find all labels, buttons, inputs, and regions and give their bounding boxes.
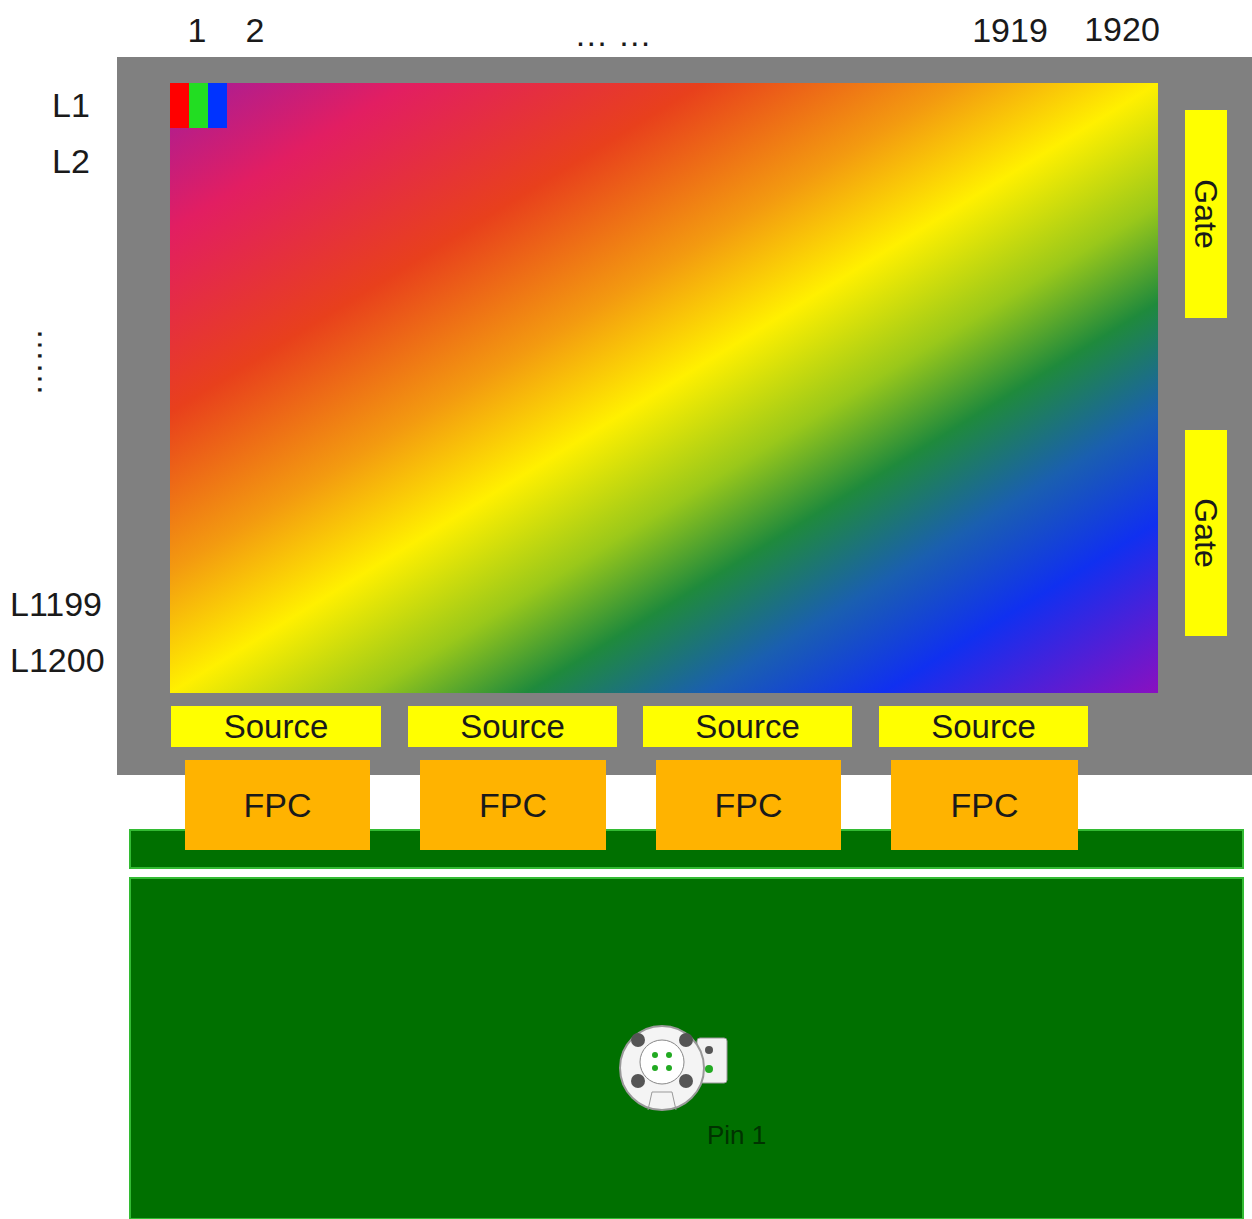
fpc-connector: FPC [656,760,841,850]
blue-subpixel [208,83,227,128]
line-number: L1199 [10,587,102,621]
gate-driver: Gate [1185,430,1227,636]
node-label: Gate [1190,498,1222,567]
column-number: 1 [188,13,207,47]
column-number: 2 [246,13,265,47]
node-label: Source [460,710,565,743]
node-label: Source [224,710,329,743]
source-driver: Source [643,706,852,747]
node-label: Source [695,710,800,743]
line-number: L1200 [10,643,105,677]
active-area [170,83,1158,693]
line-number: L2 [52,144,90,178]
panel-glass [117,57,1252,775]
node-label: FPC [715,788,783,822]
column-number: 1920 [1084,12,1160,46]
source-driver: Source [408,706,617,747]
node-label: Source [931,710,1036,743]
node-label: Gate [1190,179,1222,248]
line-number: L1 [52,88,90,122]
pcb-board [130,878,1243,1219]
green-subpixel [189,83,208,128]
ellipsis: … … [574,17,651,51]
node-label: FPC [951,788,1019,822]
fpc-connector: FPC [420,760,606,850]
pin-label: Pin 1 [707,1122,766,1148]
connector-icon [620,1026,727,1110]
node-label: FPC [244,788,312,822]
red-subpixel [170,83,189,128]
source-driver: Source [171,706,381,747]
fpc-connector: FPC [185,760,370,850]
ellipsis: …… [33,328,67,396]
column-number: 1919 [972,13,1048,47]
fpc-connector: FPC [891,760,1078,850]
node-label: FPC [479,788,547,822]
gate-driver: Gate [1185,110,1227,318]
source-driver: Source [879,706,1088,747]
